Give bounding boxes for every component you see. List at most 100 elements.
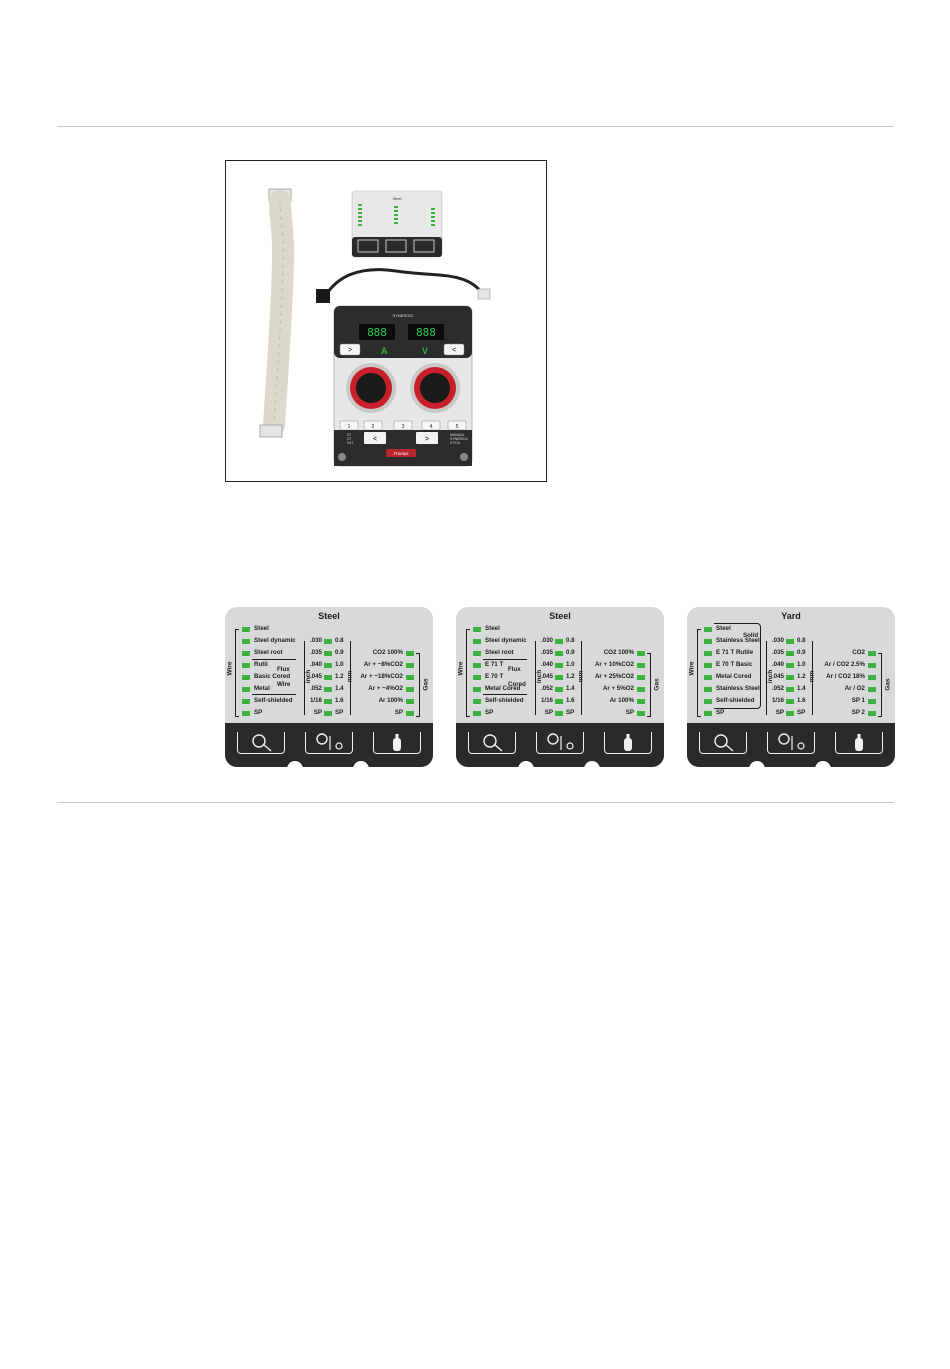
inch-option: .040 [309, 661, 322, 668]
display-left: 888 [367, 326, 387, 339]
gas-led [868, 687, 876, 692]
size-led [786, 675, 794, 680]
card-title: Steel [549, 611, 571, 621]
inch-option: .030 [771, 637, 784, 644]
gas-cylinder-icon [373, 732, 421, 754]
size-led [324, 663, 332, 668]
mm-option: 0.9 [797, 649, 806, 656]
wire-option: Self-shielded [716, 697, 755, 704]
wire-led [704, 639, 712, 644]
gas-led [868, 699, 876, 704]
gas-led [406, 651, 414, 656]
sticker-title: Steel [392, 196, 401, 201]
card-notch [749, 761, 765, 767]
wire-led [473, 627, 481, 632]
card-title: Steel [318, 611, 340, 621]
wire-option: E 70 T [485, 673, 504, 680]
size-led [555, 651, 563, 656]
size-led [786, 711, 794, 716]
wire-option: Metal Cored [485, 685, 521, 692]
gas-bracket [416, 653, 420, 717]
gas-option: Ar + 5%O2 [602, 685, 634, 692]
wire-led [473, 663, 481, 668]
inch-option: .030 [309, 637, 322, 644]
gas-option: SP [394, 709, 403, 716]
wire-spool-icon [699, 732, 747, 754]
wire-led [242, 651, 250, 656]
mm-bracket [581, 641, 582, 715]
gas-option: Ar + 10%CO2 [594, 661, 634, 668]
wire-led [242, 675, 250, 680]
gas-option: CO2 100% [372, 649, 403, 656]
wire-led [473, 699, 481, 704]
inch-option: .045 [309, 673, 322, 680]
wire-feed-icon [767, 732, 815, 754]
gas-led [637, 651, 645, 656]
wire-option: Steel [254, 625, 269, 632]
unit-a: A [381, 346, 388, 356]
mm-option: 1.6 [335, 697, 344, 704]
size-led [324, 711, 332, 716]
inch-option: .040 [771, 661, 784, 668]
card-title: Yard [781, 611, 801, 621]
mm-option: 0.8 [797, 637, 806, 644]
wire-axis-label: Wire [688, 661, 696, 676]
gas-led [406, 675, 414, 680]
card-notch [584, 761, 600, 767]
wire-led [242, 639, 250, 644]
inch-option: .045 [540, 673, 553, 680]
inch-option: 1/16 [309, 697, 322, 704]
mode-2t: 2T [347, 433, 352, 437]
mm-option: 1.6 [797, 697, 806, 704]
gas-axis-label: Gas [884, 678, 892, 691]
wire-option: E 71 T [485, 661, 504, 668]
wire-option: E 70 T Basic [716, 661, 753, 668]
wire-option: Metal Cored [716, 673, 752, 680]
gas-option: Ar / CO2 18% [826, 673, 865, 680]
wire-led [242, 711, 250, 716]
inch-option: .030 [540, 637, 553, 644]
panel-btn-next: > [348, 347, 352, 354]
gas-option: Ar / CO2 2.5% [824, 661, 865, 668]
gas-option: Ar + 25%CO2 [594, 673, 634, 680]
wire-led [242, 699, 250, 704]
mm-option: 1.0 [566, 661, 575, 668]
wire-option: Steel [485, 625, 500, 632]
wire-option: Self-shielded [485, 697, 524, 704]
mm-bracket [350, 641, 351, 715]
gas-led [637, 675, 645, 680]
mm-option: 0.9 [566, 649, 575, 656]
wire-led [473, 711, 481, 716]
wire-bracket [697, 629, 701, 717]
panel-btn-prev: < [452, 347, 456, 354]
mm-option: 0.8 [566, 637, 575, 644]
gas-option: SP 2 [851, 709, 865, 716]
mm-option: 1.2 [335, 673, 344, 680]
size-led [324, 651, 332, 656]
inch-bracket [535, 641, 536, 715]
mm-option: 1.6 [566, 697, 575, 704]
group-label: Flux [277, 666, 290, 673]
num-btn-1: 1 [348, 424, 351, 430]
mm-option: SP [797, 709, 806, 716]
mm-option: 0.8 [335, 637, 344, 644]
wire-led [473, 651, 481, 656]
wire-feed-icon [305, 732, 353, 754]
gas-option: CO2 100% [603, 649, 634, 656]
gas-led [406, 663, 414, 668]
inch-option: .052 [309, 685, 322, 692]
gas-option: SP 1 [851, 697, 865, 704]
short-cable [316, 268, 491, 303]
size-led [555, 711, 563, 716]
wire-option: Rutil [254, 661, 268, 668]
gas-led [637, 663, 645, 668]
panel-btn-prev-2: < [373, 436, 377, 443]
size-led [786, 663, 794, 668]
gas-led [637, 699, 645, 704]
panel-btn-next-2: > [425, 436, 429, 443]
gas-cylinder-icon [835, 732, 883, 754]
gas-option: Ar 100% [609, 697, 634, 704]
size-led [555, 699, 563, 704]
product-photo: Steel SYNERGIC 888 [225, 160, 547, 482]
